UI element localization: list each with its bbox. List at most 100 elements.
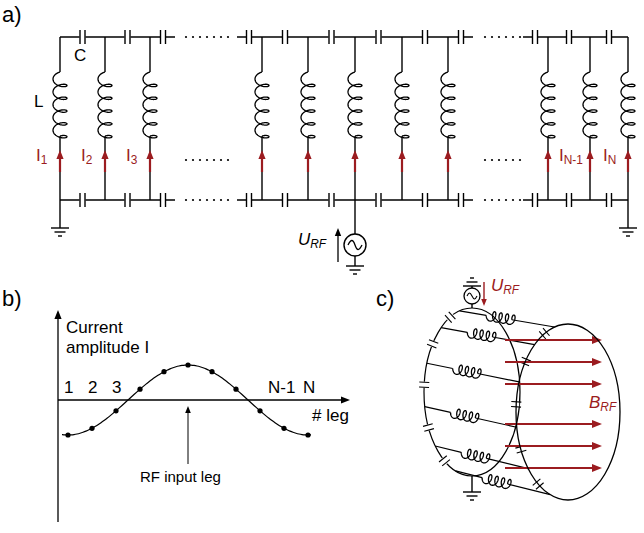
capacitor-plate [445, 315, 452, 322]
rf-source [344, 234, 366, 256]
capacitor-plate [380, 30, 381, 44]
ellipsis-dot [192, 36, 194, 38]
capacitor-plate [251, 193, 252, 207]
capacitor-plate [537, 193, 538, 207]
ellipsis-dot [185, 36, 187, 38]
capacitor-plate [427, 30, 428, 44]
ellipsis-dot [512, 159, 514, 161]
rail-wire [523, 36, 628, 37]
arrow-head [592, 420, 602, 428]
leg-point [113, 408, 118, 413]
ellipsis-dot [192, 199, 194, 201]
leg-point [209, 369, 214, 374]
ellipsis-dot [484, 36, 486, 38]
capacitor-plate [449, 312, 456, 319]
leg-wire [104, 37, 105, 72]
capacitor-plate [328, 30, 329, 44]
leg-wire [354, 136, 355, 200]
ellipsis-dot [498, 36, 500, 38]
ground-symbol [623, 231, 634, 232]
leg-wire [627, 37, 628, 72]
inductor-coil [395, 72, 409, 138]
inductor-coil [143, 72, 157, 138]
capacitor-plate [79, 30, 80, 44]
leg-wire [512, 320, 555, 327]
leg-wire [627, 136, 628, 200]
leg-wire [460, 311, 487, 316]
ellipsis-dot [220, 199, 222, 201]
inductor-coil [451, 409, 479, 422]
rf-source [467, 293, 477, 299]
capacitor-plate [532, 30, 533, 44]
capacitor-plate [439, 456, 447, 462]
capacitor-plate [422, 30, 423, 44]
ground-wire [627, 200, 628, 228]
arrow-line [627, 157, 629, 172]
leg-wire [427, 363, 453, 368]
ellipsis-dot [498, 199, 500, 201]
capacitor-plate [79, 193, 80, 207]
arrow-line [188, 412, 189, 464]
capacitor-plate [611, 193, 612, 207]
current-label: I2 [81, 146, 92, 166]
capacitor-plate [165, 193, 166, 207]
leg-wire [475, 418, 516, 427]
arrow-line [149, 157, 151, 172]
leg-wire [435, 446, 461, 452]
leg-wire [401, 37, 402, 72]
ellipsis-dot [206, 36, 208, 38]
leg-wire [149, 136, 150, 200]
ellipsis-dot [519, 159, 521, 161]
arrow-line [505, 467, 594, 469]
source-wire [354, 200, 355, 234]
capacitor-plate [427, 193, 428, 207]
ground-symbol [467, 281, 478, 282]
arrow-line [104, 157, 106, 172]
ellipsis-dot [227, 36, 229, 38]
capacitor-plate [165, 30, 166, 44]
ground-symbol [619, 227, 637, 228]
capacitor-plate [124, 193, 125, 207]
ellipsis-dot [227, 159, 229, 161]
capacitor-plate [424, 429, 434, 432]
ellipsis-dot [206, 199, 208, 201]
ellipsis-dot [206, 159, 208, 161]
capacitor-plate [537, 30, 538, 44]
arrow-line [58, 399, 343, 400]
inductor-coil [482, 475, 511, 489]
ellipsis-dot [512, 199, 514, 201]
inductor-coil [486, 312, 515, 325]
tick-label: 3 [112, 378, 121, 398]
capacitor-plate [282, 193, 283, 207]
leg-point [185, 362, 190, 367]
arrow-head [592, 442, 602, 450]
capacitor-plate [606, 30, 607, 44]
tick-label: 1 [64, 378, 73, 398]
current-label: IN-1 [559, 146, 583, 166]
capacitor-plate [463, 193, 464, 207]
rail-wire [523, 199, 628, 200]
ellipsis-dot [484, 159, 486, 161]
tick-label: 2 [88, 378, 97, 398]
capacitor-plate [419, 386, 429, 388]
capacitor-plate [571, 30, 572, 44]
arrow-head [101, 150, 108, 159]
ellipsis-dot [185, 159, 187, 161]
arrow-line [354, 157, 356, 172]
arrow-head [544, 150, 551, 159]
leg-wire [447, 136, 448, 200]
capacitor-plate [463, 30, 464, 44]
leg-wire [307, 136, 308, 200]
ground-symbol [350, 269, 361, 270]
arrow-line [589, 157, 591, 172]
ellipsis-dot [185, 199, 187, 201]
arrow-line [261, 157, 263, 172]
tick-label: N-1 [268, 378, 295, 398]
leg-wire [456, 471, 482, 478]
leg-point [305, 432, 310, 437]
leg-wire [261, 37, 262, 72]
inductor-label: L [34, 92, 43, 112]
capacitor-plate [375, 193, 376, 207]
ellipsis-dot [227, 199, 229, 201]
